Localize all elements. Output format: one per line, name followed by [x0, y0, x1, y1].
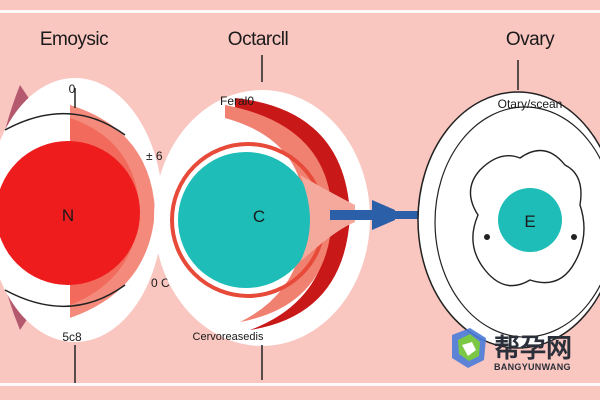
left-side-mark: ± 6: [146, 149, 163, 163]
watermark-logo-icon: [452, 328, 486, 368]
dark-red-crescent: [235, 98, 350, 330]
left-lower-mark: 0 C: [151, 276, 170, 290]
dot-left: [484, 234, 490, 240]
middle-top-label: Feral0: [220, 94, 254, 108]
left-outline-top: [4, 113, 126, 136]
funnel: [300, 175, 355, 262]
dot-right: [571, 234, 577, 240]
middle-title: Octarcll: [228, 29, 288, 50]
tube-segment-left: [330, 210, 390, 220]
right-panel: Ovary Otary/scean E: [417, 29, 600, 349]
right-title: Ovary: [506, 29, 555, 50]
middle-bottom-label: Cervoreasedis: [193, 331, 264, 343]
right-inner-oval: [434, 106, 600, 338]
middle-center-letter: C: [253, 207, 265, 226]
teal-cell: [178, 152, 314, 288]
watermark-chinese: 帮孕网: [494, 334, 572, 364]
left-outline-bottom: [4, 284, 126, 307]
left-panel: Emoysic 0 ± 6 N 0 C 5c8: [0, 29, 170, 383]
red-follicle: [0, 141, 140, 285]
bottom-stripe: [0, 383, 600, 386]
top-stripe: [0, 10, 600, 13]
middle-panel: Octarcll Feral0 C Cervoreasedis: [154, 29, 370, 380]
watermark-english: BANGYUNWANG: [494, 362, 571, 372]
right-top-label: Otary/scean: [498, 97, 563, 111]
watermark: 帮孕网 BANGYUNWANG: [452, 328, 572, 372]
left-bottom-mark: 5c8: [62, 330, 82, 344]
left-center-letter: N: [62, 206, 74, 225]
tube-connector: [372, 200, 395, 230]
teal-egg: [498, 188, 562, 252]
right-center-letter: E: [524, 212, 535, 231]
left-title: Emoysic: [40, 29, 108, 50]
left-top-mark: 0: [69, 82, 76, 96]
